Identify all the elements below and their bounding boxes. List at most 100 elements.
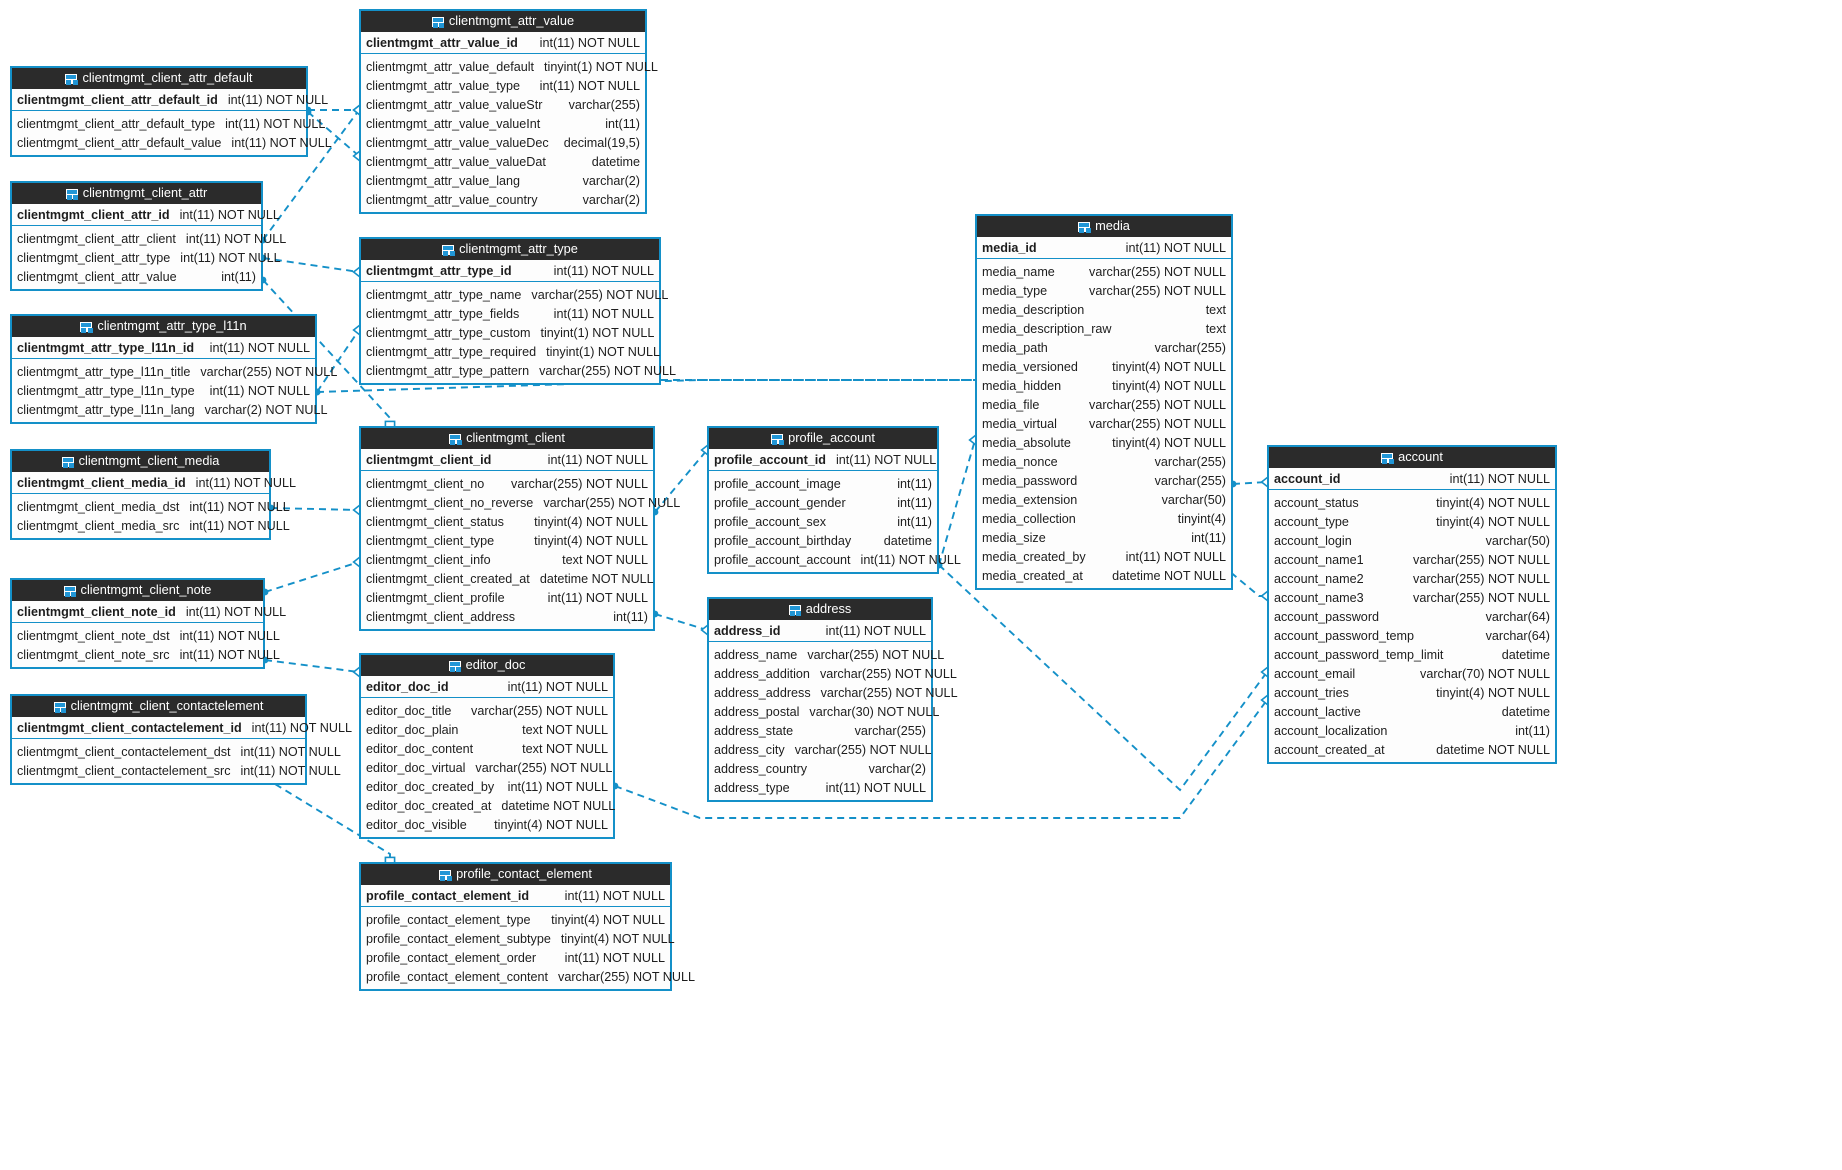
- entity-table-clientmgmt_attr_value[interactable]: clientmgmt_attr_value clientmgmt_attr_val…: [359, 9, 658, 214]
- table-icon: [80, 322, 93, 333]
- entity-table-clientmgmt_client_attr_default[interactable]: clientmgmt_client_attr_default clientmgmt…: [10, 66, 332, 157]
- column-name: account_status: [1274, 495, 1359, 510]
- table-header[interactable]: media: [977, 216, 1231, 237]
- table-header[interactable]: clientmgmt_client_attr: [12, 183, 261, 204]
- column-type: int(11): [897, 495, 932, 510]
- relationship-rel-attr-default-value-str: [304, 104, 366, 116]
- column-type: int(11) NOT NULL: [825, 623, 926, 638]
- column-name: address_id: [714, 623, 781, 638]
- column-type: varchar(2): [868, 761, 926, 776]
- column-type: tinyint(1) NOT NULL: [544, 59, 658, 74]
- column-type: int(11) NOT NULL: [179, 647, 280, 662]
- column-name: clientmgmt_client_attr_client: [17, 231, 176, 246]
- table-icon: [442, 245, 455, 256]
- entity-table-address[interactable]: address address_id int(11) NOT NULL address…: [707, 597, 958, 802]
- column-type: varchar(255) NOT NULL: [539, 363, 677, 378]
- table-header[interactable]: clientmgmt_client: [361, 428, 653, 449]
- table-header[interactable]: clientmgmt_attr_value: [361, 11, 645, 32]
- column-name: profile_contact_element_content: [366, 969, 549, 984]
- column-name: media_created_by: [982, 549, 1086, 564]
- column-name: account_name2: [1274, 571, 1364, 586]
- column-type: tinyint(4) NOT NULL: [551, 912, 665, 927]
- entity-table-clientmgmt_client_contactelement[interactable]: clientmgmt_client_contactelement clientmg…: [10, 694, 352, 785]
- column-type: varchar(255): [568, 97, 640, 112]
- table-header[interactable]: clientmgmt_client_contactelement: [12, 696, 305, 717]
- table-icon: [771, 434, 784, 445]
- column-name: account_name1: [1274, 552, 1364, 567]
- column-type: int(11): [221, 269, 256, 284]
- column-name: media_virtual: [982, 416, 1057, 431]
- table-header[interactable]: address: [709, 599, 931, 620]
- column-name: clientmgmt_client_contactelement_id: [17, 720, 242, 735]
- entity-table-profile_contact_element[interactable]: profile_contact_element profile_contact_e…: [359, 862, 695, 991]
- table-header[interactable]: profile_account: [709, 428, 937, 449]
- column-type: int(11) NOT NULL: [209, 383, 310, 398]
- entity-table-clientmgmt_client_media[interactable]: clientmgmt_client_media clientmgmt_client…: [10, 449, 296, 540]
- column-name: account_email: [1274, 666, 1356, 681]
- table-header[interactable]: clientmgmt_client_note: [12, 580, 263, 601]
- table-header[interactable]: clientmgmt_attr_type: [361, 239, 659, 260]
- table-header[interactable]: account: [1269, 447, 1555, 468]
- column-type: int(11): [897, 514, 932, 529]
- table-icon: [431, 17, 445, 28]
- table-header[interactable]: profile_contact_element: [361, 864, 670, 885]
- column-type: tinyint(4) NOT NULL: [534, 514, 648, 529]
- table-header[interactable]: clientmgmt_client_media: [12, 451, 269, 472]
- table-name: clientmgmt_client_attr_default: [82, 69, 253, 85]
- table-name: profile_contact_element: [456, 865, 592, 881]
- table-icon: [448, 661, 462, 672]
- column-name: clientmgmt_client_contactelement_src: [17, 763, 231, 778]
- column-name: clientmgmt_client_contactelement_dst: [17, 744, 231, 759]
- table-header[interactable]: clientmgmt_client_attr_default: [12, 68, 306, 89]
- column-type: int(11) NOT NULL: [185, 231, 287, 246]
- column-type: int(11) NOT NULL: [227, 92, 329, 107]
- column-type: varchar(255): [854, 723, 926, 738]
- table-name: clientmgmt_client: [466, 429, 565, 445]
- column-type: varchar(255) NOT NULL: [794, 742, 932, 757]
- column-type: text NOT NULL: [522, 741, 608, 756]
- table-header[interactable]: editor_doc: [361, 655, 613, 676]
- table-name: clientmgmt_client_contactelement: [70, 697, 264, 713]
- entity-table-clientmgmt_attr_type_l11n[interactable]: clientmgmt_attr_type_l11n clientmgmt_attr…: [10, 314, 337, 424]
- table-name: account: [1398, 448, 1443, 464]
- table-header[interactable]: clientmgmt_attr_type_l11n: [12, 316, 315, 337]
- column-name: editor_doc_visible: [366, 817, 467, 832]
